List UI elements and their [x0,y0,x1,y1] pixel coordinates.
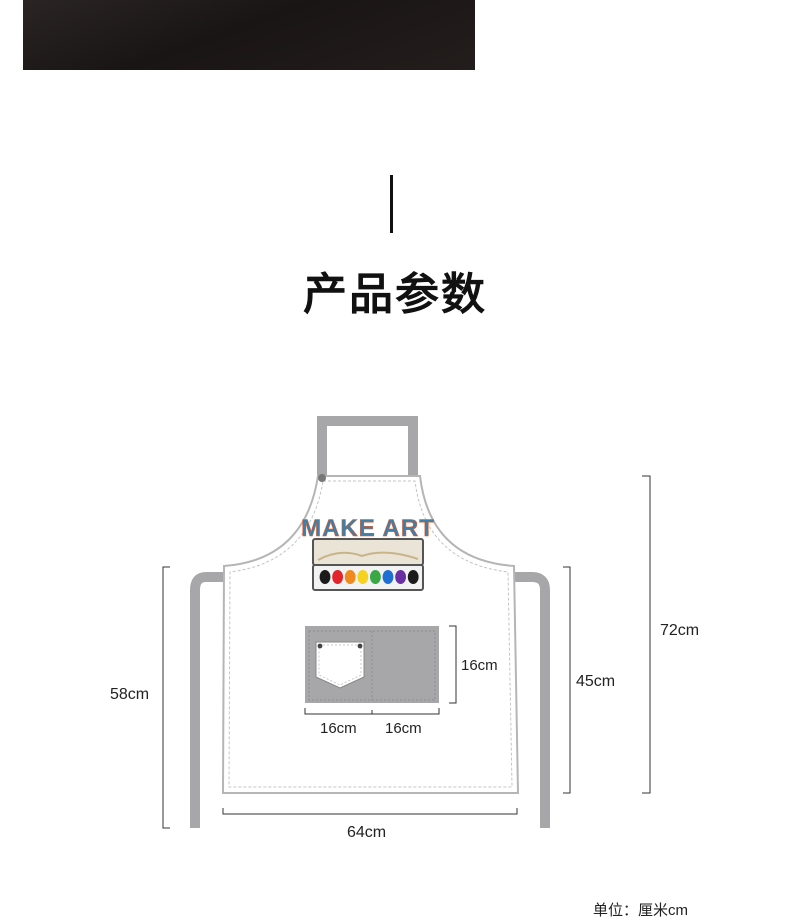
body-height-line [563,566,571,794]
pocket-width-line [304,708,440,715]
pocket-left-width-label: 16cm [320,720,357,737]
paint-dot [344,570,356,584]
paint-dot [370,570,381,584]
side-height-label: 58cm [110,686,150,703]
fabric-texture-photo [23,0,475,70]
page-title: 产品参数 [303,269,487,320]
paint-dot [357,570,369,584]
total-height-label: 72cm [660,622,700,639]
paint-dot [395,570,406,584]
total-height-line [642,475,651,794]
title-accent-bar [390,175,393,233]
pocket-height-label: 16cm [461,657,498,674]
paint-dot [407,570,419,584]
pocket-patch [315,641,365,689]
pocket-height-line [449,625,457,704]
make-art-print: MAKE ART [301,515,435,591]
unit-note: 单位：厘米cm [593,902,688,919]
width-line [222,808,518,815]
paint-dot [319,570,331,584]
body-height-label: 45cm [576,673,616,690]
paint-dot [332,570,343,584]
pocket-right-width-label: 16cm [385,720,422,737]
right-waist-tie [514,572,550,828]
front-pocket [305,626,439,703]
dimension-lines [162,475,651,829]
apron-stitching [228,480,513,788]
grommet [318,474,326,482]
print-text: MAKE ART [301,515,435,542]
side-height-line [162,566,170,829]
paint-dot [382,570,394,584]
left-waist-tie [190,572,224,828]
width-label: 64cm [347,824,387,841]
neck-strap [317,416,418,476]
